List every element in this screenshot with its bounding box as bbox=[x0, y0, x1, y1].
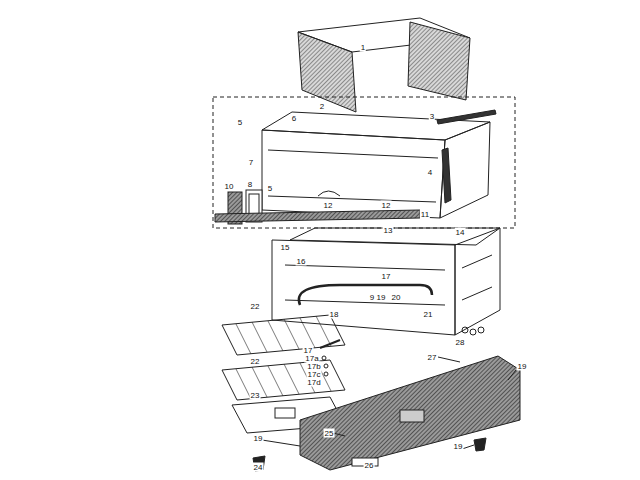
callout-number: 2 bbox=[319, 102, 325, 111]
callout-number: 12 bbox=[381, 201, 392, 210]
callout-number: 4 bbox=[427, 168, 433, 177]
callout-number: 19 bbox=[376, 293, 387, 302]
callout-number: 17d bbox=[306, 378, 321, 387]
callout-number: 1 bbox=[360, 43, 366, 52]
callout-number: 22 bbox=[250, 357, 261, 366]
callout-number: 21 bbox=[423, 310, 434, 319]
callout-number: 22 bbox=[250, 302, 261, 311]
callout-number: 13 bbox=[383, 226, 394, 235]
callout-number: 17 bbox=[381, 272, 392, 281]
callout-number: 5 bbox=[267, 184, 273, 193]
callout-number: 16 bbox=[296, 257, 307, 266]
callout-number: 19 bbox=[453, 442, 464, 451]
callout-number: 24 bbox=[253, 463, 264, 472]
callout-number: 28 bbox=[455, 338, 466, 347]
callout-number: 5 bbox=[237, 118, 243, 127]
callout-number: 8 bbox=[247, 180, 253, 189]
callout-number: 18 bbox=[329, 310, 340, 319]
callout-number: 23 bbox=[250, 391, 261, 400]
callout-number: 19 bbox=[517, 362, 528, 371]
callout-number: 7 bbox=[248, 158, 254, 167]
callout-number: 25 bbox=[324, 429, 335, 438]
callout-number: 11 bbox=[420, 210, 430, 219]
callout-number: 10 bbox=[224, 182, 235, 191]
callout-number: 26 bbox=[364, 461, 375, 470]
callout-number: 15 bbox=[280, 243, 291, 252]
callout-number: 19 bbox=[253, 434, 264, 443]
callout-number: 3 bbox=[429, 112, 435, 121]
callout-number: 12 bbox=[323, 201, 334, 210]
callout-number: 20 bbox=[391, 293, 402, 302]
callout-number: 9 bbox=[369, 293, 375, 302]
callout-number: 6 bbox=[291, 114, 297, 123]
callout-number: 27 bbox=[427, 353, 438, 362]
callout-number: 14 bbox=[455, 228, 466, 237]
